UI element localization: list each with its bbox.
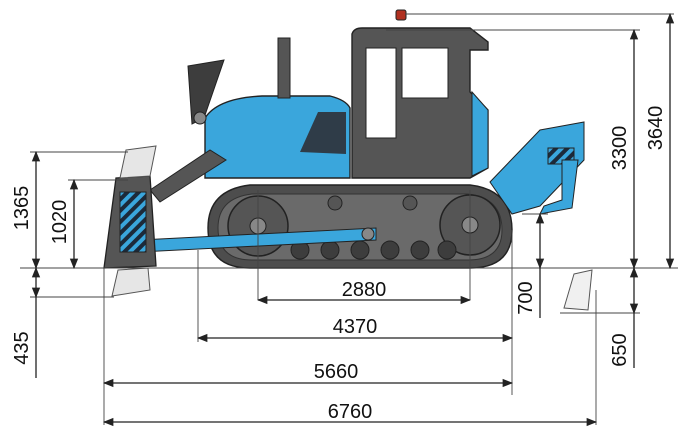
beacon-light bbox=[395, 9, 407, 21]
dimension-2880: 2880 bbox=[256, 279, 472, 305]
dimension-3300: 3300 bbox=[609, 28, 639, 270]
dimension-2880-label: 2880 bbox=[342, 279, 387, 301]
dimension-4370-label: 4370 bbox=[333, 316, 378, 338]
cab-door-glass bbox=[365, 47, 397, 139]
dimension-6760: 6760 bbox=[102, 401, 598, 427]
carrier-roller-1 bbox=[327, 195, 343, 211]
push-arm-pivot bbox=[361, 227, 375, 241]
rear-ripper-frame bbox=[489, 121, 585, 215]
blade-hazard-stripes bbox=[119, 191, 147, 253]
dimension-5660-label: 5660 bbox=[314, 361, 359, 383]
dimension-435: 435 bbox=[11, 266, 41, 378]
dimension-1365: 1365 bbox=[11, 150, 41, 270]
dimension-435-label: 435 bbox=[11, 331, 33, 364]
exhaust-stack bbox=[277, 37, 291, 99]
ripper-tip-outline bbox=[563, 269, 593, 311]
dimension-3640: 3640 bbox=[645, 12, 675, 270]
dimension-3640-label: 3640 bbox=[645, 106, 667, 151]
bulldozer-illustration bbox=[103, 9, 593, 311]
cab-rear-blue bbox=[471, 90, 489, 177]
hood-dark-panel bbox=[300, 112, 346, 154]
dimension-650: 650 bbox=[609, 266, 639, 368]
blade-frame-arm bbox=[149, 149, 227, 203]
dimension-3300-label: 3300 bbox=[609, 126, 631, 171]
dimension-1020-label: 1020 bbox=[49, 200, 71, 245]
dimension-4370: 4370 bbox=[196, 316, 514, 343]
blade-top-tilt bbox=[119, 145, 157, 179]
dimension-650-label: 650 bbox=[609, 333, 631, 366]
cylinder-pivot bbox=[193, 111, 207, 125]
dimension-700-label: 700 bbox=[515, 281, 537, 314]
dimension-6760-label: 6760 bbox=[328, 401, 373, 423]
dimension-5660: 5660 bbox=[102, 361, 514, 388]
engine-hood bbox=[204, 95, 351, 179]
dimension-1365-label: 1365 bbox=[11, 186, 33, 231]
cab-side-glass bbox=[401, 47, 449, 99]
dimension-1020: 1020 bbox=[49, 178, 79, 270]
extension-lines bbox=[20, 13, 678, 425]
carrier-roller-2 bbox=[402, 195, 418, 211]
dimension-700: 700 bbox=[515, 212, 545, 318]
blade-lower-outline bbox=[111, 267, 151, 297]
